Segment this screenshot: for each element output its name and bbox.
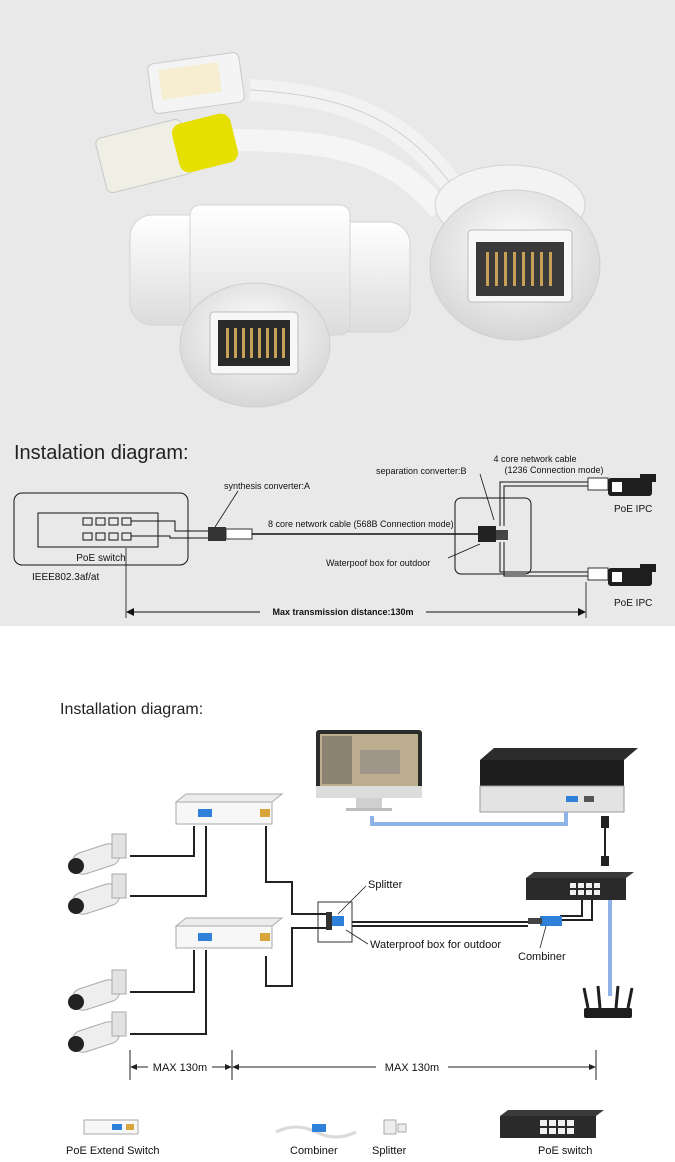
t-converter [129,204,411,408]
camera-2 [68,873,127,915]
top-diagram-title: Instalation diagram: [14,442,189,464]
monitor-icon [316,730,422,811]
cable-4core-label-2: (1236 Connection mode) [504,465,603,475]
cable-4core-1b [503,485,588,526]
converter-a-label: synthesis converter:A [224,481,310,491]
ieee-standard: IEEE802.3af/at [32,572,99,583]
bottom-illustration: Installation diagram: [60,701,638,1157]
legend-extend-switch-icon [83,1119,139,1135]
bottom-diagram-title: Installation diagram: [60,701,203,718]
converter-b-leader [479,473,495,521]
cable-4core-label-1: 4 core network cable [493,454,576,464]
extend-switch-1 [174,793,284,825]
monitor-nvr-cable [370,812,568,826]
camera-3 [68,969,127,1011]
poe-switch-frame [13,492,189,566]
distance-arrowhead-right [578,608,586,616]
cable-4core-1a [499,481,588,526]
legend-poe-switch: PoE switch [538,1145,592,1157]
cable-4core-2b [503,542,588,577]
combiner-icon [528,916,562,926]
waterproof-label: Waterpoof box for outdoor [326,558,430,568]
waterproof-box [454,497,532,575]
ipc-label-2: PoE IPC [614,598,652,609]
round-coupler [429,164,601,341]
legend-combiner-icon [275,1124,357,1139]
max-right-label: MAX 130m [385,1062,439,1074]
camera-4 [68,1011,127,1053]
legend-splitter-icon [383,1119,407,1135]
distance-arrowhead-left [126,608,134,616]
ipc-camera-1 [587,474,656,496]
switch-cable-1 [131,520,208,532]
bottom-panel: Installation diagram: [0,626,675,1157]
switch-cable-2 [131,535,208,539]
converter-a-leader [214,490,239,528]
distance-label-bg [260,605,426,618]
converter-b-label: separation converter:B [376,466,467,476]
poe-switch-ports [82,517,132,541]
top-illustration: Instalation diagram: PoE switch IEEE802.… [13,52,656,618]
max-left-label: MAX 130m [153,1062,207,1074]
splitter-label: Splitter [368,879,403,891]
cable-8-core-label: 8 core network cable (568B Connection mo… [268,519,454,529]
waterproof-leader [447,543,481,559]
poe-switch-body [37,512,159,548]
cable-4core-2a [499,542,588,573]
rj45-plug-clear [147,52,245,114]
distance-label: Max transmission distance:130m [272,607,413,617]
poe-switch-label: PoE switch [76,553,125,564]
legend-poe-switch-icon [500,1110,604,1138]
legend-combiner: Combiner [290,1145,338,1157]
camera-1 [68,833,127,875]
legend-extend-switch: PoE Extend Switch [66,1145,160,1157]
rj45-plug-yellow [95,113,239,194]
router-icon [582,985,634,1018]
product-cables [229,79,465,218]
top-panel: Instalation diagram: PoE switch IEEE802.… [0,0,675,626]
bottom-waterproof-label: Waterproof box for outdoor [370,939,501,951]
splitter-icon [326,912,344,930]
poe-switch-icon [526,872,634,900]
ipc-label-1: PoE IPC [614,504,652,515]
nvr-icon [479,748,638,813]
combiner-label: Combiner [518,951,566,963]
converter-b [478,526,508,542]
extend-switch-2 [174,917,284,949]
converter-a [208,527,253,541]
legend-splitter: Splitter [372,1145,407,1157]
ipc-camera-2 [587,564,656,586]
